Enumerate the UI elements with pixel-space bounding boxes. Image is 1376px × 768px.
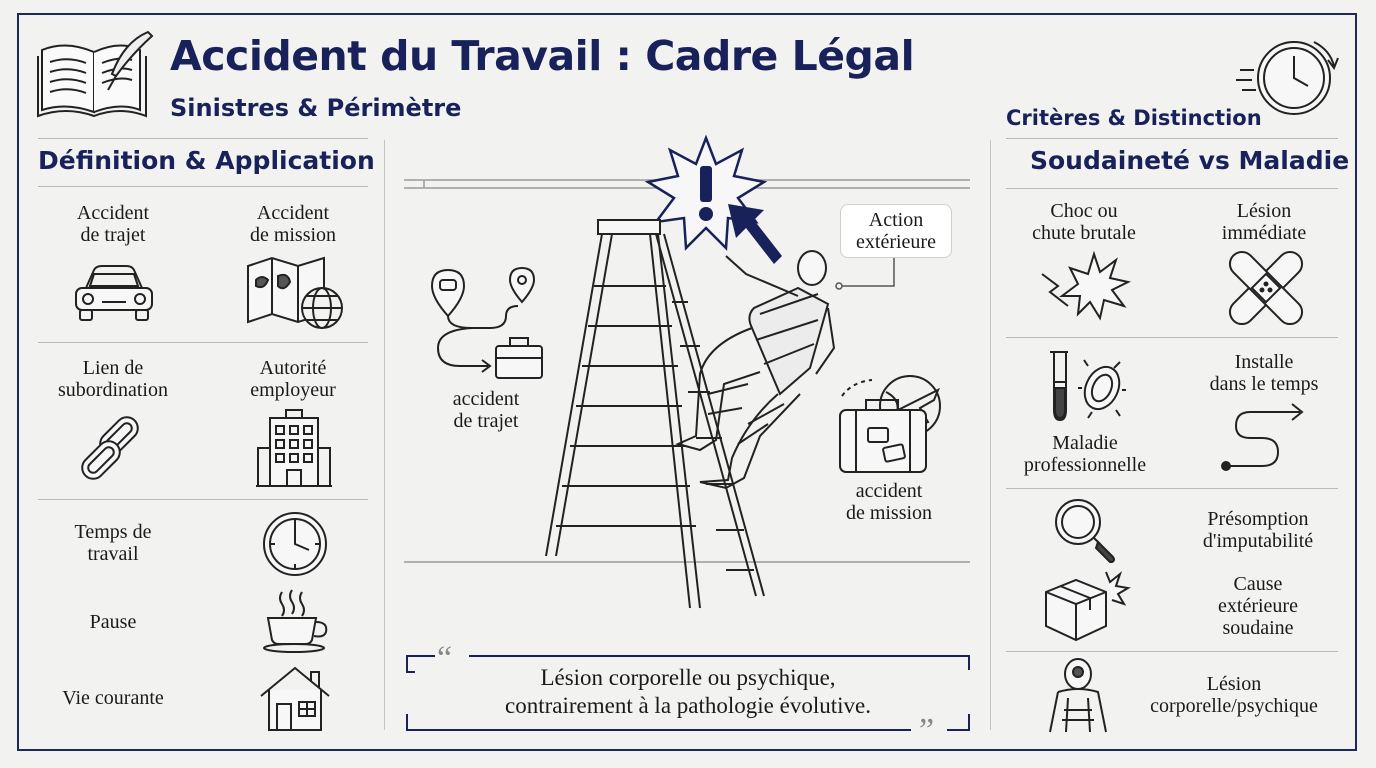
label-commute-accident: accident de trajet xyxy=(452,388,520,432)
quote-open-mark: “ xyxy=(437,640,453,677)
callout-action-exterieure: Action extérieure xyxy=(840,204,952,258)
winding-arrow-icon xyxy=(1220,402,1308,476)
label-choc-chute: Choc ou chute brutale xyxy=(1032,200,1136,244)
label-temps-travail: Temps de travail xyxy=(74,521,152,565)
house-icon xyxy=(259,666,331,732)
map-globe-icon xyxy=(246,256,342,332)
label-lesion-corporelle: Lésion corporelle/psychique xyxy=(1150,673,1318,717)
shock-burst-icon xyxy=(1040,252,1130,320)
quote-bracket-frame xyxy=(407,654,969,732)
label-autorite-employeur: Autorité employeur xyxy=(250,357,336,401)
divider xyxy=(384,140,385,730)
force-arrow-icon xyxy=(728,204,782,264)
label-accident-mission: Accident de mission xyxy=(249,202,337,246)
label-cause-exterieure: Cause extérieure soudaine xyxy=(1218,573,1298,639)
magnifier-icon xyxy=(1052,496,1120,564)
chain-link-icon xyxy=(76,410,152,486)
left-panel-heading: Définition & Application xyxy=(38,146,375,175)
label-accident-trajet: Accident de trajet xyxy=(76,202,150,246)
divider xyxy=(990,140,991,730)
criteria-label: Critères & Distinction xyxy=(1006,106,1262,130)
page-title: Accident du Travail : Cadre Légal xyxy=(170,32,915,80)
divider xyxy=(1006,138,1338,139)
clock-icon xyxy=(261,510,329,578)
callout-pointer xyxy=(832,256,900,292)
impact-box-icon xyxy=(1042,570,1128,642)
commute-route-icon xyxy=(430,266,548,384)
label-maladie-pro: Maladie professionnelle xyxy=(1023,432,1147,476)
divider xyxy=(38,499,368,500)
right-panel-heading: Soudaineté vs Maladie xyxy=(1030,146,1350,175)
alert-burst-icon xyxy=(646,136,768,256)
divider xyxy=(1006,188,1338,189)
page-subtitle: Sinistres & Périmètre xyxy=(170,94,462,122)
divider xyxy=(38,342,368,343)
label-mission-accident: accident de mission xyxy=(845,480,933,524)
ladder-icon xyxy=(540,216,772,620)
label-presomption: Présomption d'imputabilité xyxy=(1202,508,1314,552)
divider xyxy=(1006,488,1338,489)
bandage-icon xyxy=(1226,250,1306,326)
quote-text: Lésion corporelle ou psychique, contrair… xyxy=(505,665,871,718)
label-lien-subordination: Lien de subordination xyxy=(58,357,168,401)
label-installe-temps: Installe dans le temps xyxy=(1209,351,1319,395)
car-icon xyxy=(72,262,156,324)
quote-box: “ ” Lésion corporelle ou psychique, cont… xyxy=(407,640,969,749)
callout-text: Action extérieure xyxy=(856,209,936,253)
falling-worker-figure xyxy=(668,244,850,490)
quote-close-mark: ” xyxy=(919,712,935,749)
office-building-icon xyxy=(256,408,332,488)
mission-travel-icon xyxy=(836,372,944,476)
coffee-cup-icon xyxy=(262,588,330,654)
human-figure-icon xyxy=(1044,658,1112,732)
divider xyxy=(1006,337,1338,338)
book-quill-icon xyxy=(36,30,156,118)
label-lesion-immediate: Lésion immédiate xyxy=(1221,200,1307,244)
label-pause: Pause xyxy=(89,611,137,633)
label-vie-courante: Vie courante xyxy=(62,687,164,709)
divider xyxy=(38,138,368,139)
clock-arrows-icon xyxy=(1236,30,1338,122)
divider xyxy=(1006,651,1338,652)
divider xyxy=(38,186,368,187)
infographic-frame xyxy=(17,13,1357,751)
test-tube-bacteria-icon xyxy=(1042,348,1126,424)
